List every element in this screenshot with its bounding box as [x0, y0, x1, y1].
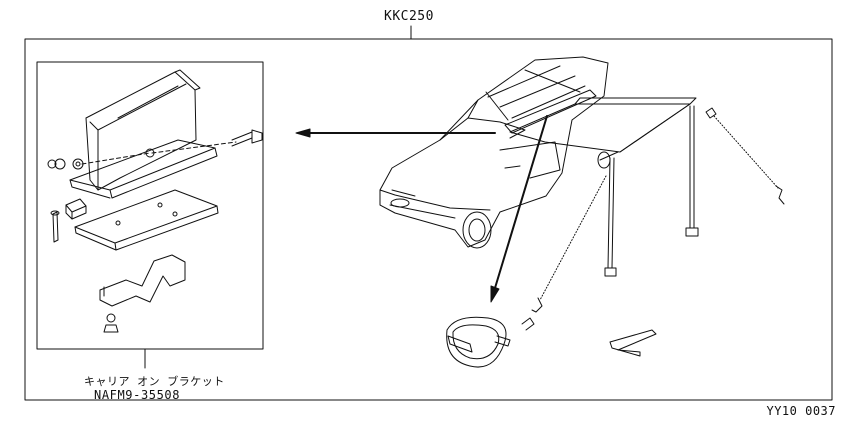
- reference-code: YY10 0037: [766, 404, 836, 418]
- vehicle-with-awning: [380, 57, 784, 312]
- bracket-exploded-view: [48, 70, 262, 332]
- pointer-arrows: [296, 116, 547, 302]
- kit-number-label: KKC250: [384, 9, 434, 24]
- inset-frame: [37, 62, 263, 368]
- bracket-part-number: NAFM9-35508: [94, 388, 181, 402]
- bracket-name-label: キャリア オン ブラケット: [84, 375, 225, 388]
- loose-accessories: [447, 317, 656, 367]
- outer-frame: [25, 26, 832, 400]
